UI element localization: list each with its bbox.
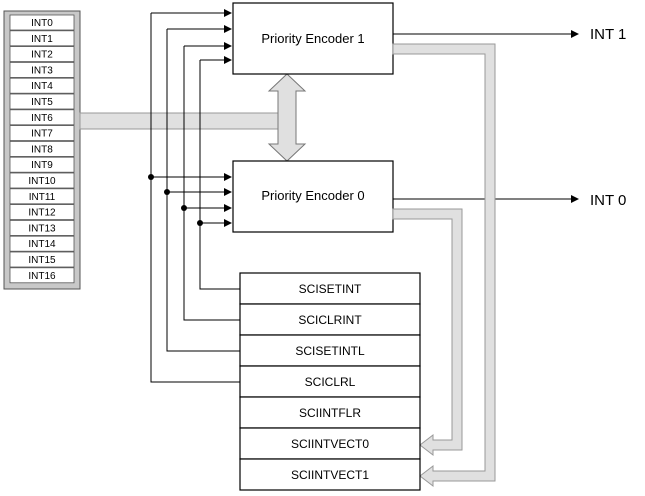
- vector1-feedback-bus: [392, 43, 496, 488]
- interrupt-line-cell: [9, 188, 75, 205]
- interrupt-line-cell: [9, 204, 75, 221]
- register-box: [239, 458, 421, 491]
- interrupt-line-cell: [9, 156, 75, 173]
- interrupt-line-label: INT5: [31, 97, 53, 108]
- interrupt-line-label: INT14: [28, 239, 56, 250]
- register-stack: SCISETINT SCICLRINT SCISETINTL SCICLRL SCIIN…: [239, 272, 421, 491]
- interrupt-line-label: INT3: [31, 65, 53, 76]
- priority-encoder-0: Priority Encoder 0: [232, 160, 394, 233]
- register-box: [239, 396, 421, 429]
- interrupt-line-cell: [9, 109, 75, 126]
- priority-encoder-1-label: Priority Encoder 1: [261, 31, 364, 46]
- source-bus: [79, 112, 291, 130]
- interrupt-line-label: INT11: [29, 192, 56, 203]
- interrupt-line-cell: [9, 46, 75, 62]
- interrupt-line-label: INT4: [31, 81, 53, 92]
- wiring-junction-dots: [148, 174, 203, 226]
- vector0-feedback-bus: [392, 208, 463, 457]
- interrupt-line-cell: [9, 30, 75, 47]
- interrupt-line-label: INT15: [28, 255, 56, 266]
- int1-output-label: INT 1: [590, 26, 626, 43]
- int1-output: INT 1: [393, 26, 626, 43]
- register-label: SCIINTVECT0: [291, 437, 369, 451]
- register-box: [239, 303, 421, 336]
- interrupt-line-label: INT0: [31, 18, 53, 29]
- interrupt-source-panel: INT0INT1INT2INT3INT4INT5INT6INT7INT8INT9…: [3, 10, 81, 290]
- interrupt-line-cell: [9, 62, 75, 78]
- interrupt-line-cell: [9, 251, 75, 268]
- interrupt-line-label: INT12: [28, 208, 56, 219]
- interrupt-line-label: INT16: [28, 271, 56, 282]
- interrupt-line-list: INT0INT1INT2INT3INT4INT5INT6INT7INT8INT9…: [9, 14, 75, 284]
- register-label: SCISETINT: [299, 282, 362, 296]
- register-label: SCISETINTL: [295, 344, 365, 358]
- interrupt-line-label: INT2: [31, 50, 53, 61]
- interrupt-line-label: INT9: [31, 160, 53, 171]
- interrupt-line-label: INT1: [31, 34, 53, 45]
- control-wiring: [150, 9, 240, 383]
- register-label: SCIINTVECT1: [291, 468, 369, 482]
- priority-encoder-0-label: Priority Encoder 0: [261, 188, 364, 203]
- register-label: SCICLRL: [305, 375, 356, 389]
- interrupt-line-cell: [9, 140, 75, 157]
- register-label: SCIINTFLR: [299, 406, 361, 420]
- interrupt-line-label: INT13: [28, 223, 56, 234]
- interrupt-line-cell: [9, 172, 75, 189]
- interrupt-line-label: INT6: [31, 113, 53, 124]
- register-box: [239, 427, 421, 460]
- interrupt-line-cell: [9, 267, 75, 284]
- interrupt-line-label: INT7: [31, 129, 53, 140]
- interrupt-line-cell: [9, 93, 75, 110]
- priority-encoder-1: Priority Encoder 1: [232, 2, 394, 75]
- interrupt-line-cell: [9, 125, 75, 141]
- interrupt-line-cell: [9, 14, 75, 31]
- register-label: SCICLRINT: [298, 313, 362, 327]
- interrupt-line-cell: [9, 235, 75, 252]
- interrupt-line-label: INT8: [31, 144, 53, 155]
- int0-output: INT 0: [393, 192, 626, 209]
- interrupt-line-cell: [9, 219, 75, 236]
- interrupt-line-label: INT10: [28, 176, 56, 187]
- int0-output-label: INT 0: [590, 192, 626, 209]
- interrupt-line-cell: [9, 77, 75, 94]
